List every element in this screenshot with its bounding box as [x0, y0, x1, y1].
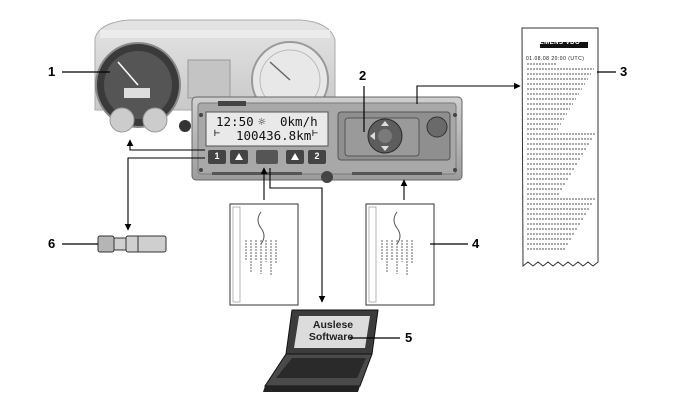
connection-arrows [124, 82, 521, 303]
display-marker-right: ⊢ [312, 128, 319, 139]
driver1-button-label: 1 [214, 151, 220, 161]
printout-date: 01.08.08 20:00 (UTC) [526, 56, 585, 62]
laptop [263, 309, 379, 392]
display-marker-left: ⊢ [214, 128, 221, 139]
callout-1: 1 [48, 64, 56, 79]
driver-buttons[interactable] [208, 150, 326, 164]
display-speed: 0km/h [280, 114, 318, 129]
display-sun-icon: ☼ [258, 114, 266, 129]
driver-card-2-text [381, 240, 413, 275]
driver1-button[interactable] [208, 150, 226, 164]
driver-card-1[interactable] [229, 203, 299, 306]
printout-text-lines [527, 63, 596, 250]
instrument-cluster [94, 19, 336, 133]
driver2-button-label: 2 [314, 151, 320, 161]
callout-6: 6 [48, 236, 56, 251]
driver-card-2[interactable] [365, 203, 435, 306]
printout-paper [521, 27, 599, 268]
laptop-screen-line2: Software [308, 331, 354, 343]
driver2-button[interactable] [308, 150, 326, 164]
callout-4: 4 [472, 236, 480, 251]
callout-leaders [62, 71, 616, 339]
driver-card-1-text [245, 240, 277, 275]
motion-sensor [97, 235, 167, 253]
laptop-screen-line1: Auslese [312, 319, 354, 331]
display-odometer: 100436.8km [236, 128, 312, 143]
callout-2: 2 [359, 68, 367, 83]
callout-5: 5 [405, 330, 413, 345]
display-time: 12:50 [216, 114, 254, 129]
printout-brand: SIEMENS VDO [533, 40, 581, 46]
callout-3: 3 [620, 64, 628, 79]
navigation-pad[interactable] [367, 118, 403, 154]
tachograph-device [191, 96, 463, 183]
